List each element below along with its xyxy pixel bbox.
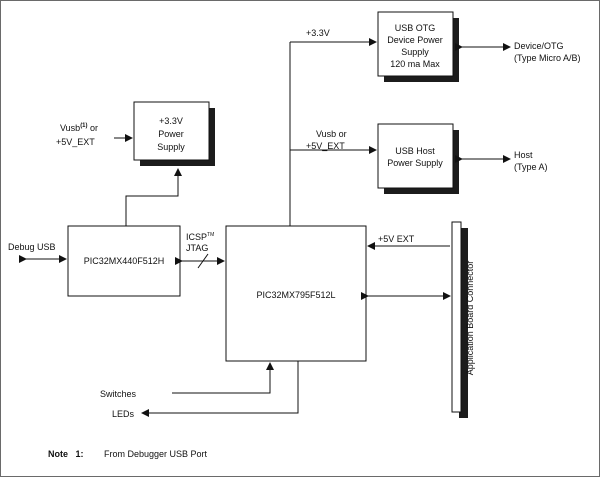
svg-text:120 ma Max: 120 ma Max — [390, 59, 440, 69]
jtag-label: JTAG — [186, 243, 208, 253]
icsp-jtag-bus-slash — [197, 253, 209, 269]
svg-text:USB OTG: USB OTG — [395, 23, 436, 33]
pic32mx795-block — [225, 225, 367, 362]
note-text: From Debugger USB Port — [104, 449, 208, 459]
pic32mx440-label: PIC32MX440F512H — [84, 256, 165, 266]
host-label: Host — [514, 150, 533, 160]
note-label: Note 1: — [48, 449, 84, 459]
host-type-label: (Type A) — [514, 162, 548, 172]
pic440-to-power-arrow — [125, 168, 182, 226]
device-otg-label: Device/OTG — [514, 41, 564, 51]
plus-3v3-label: +3.3V — [306, 28, 330, 38]
leds-label: LEDs — [112, 409, 135, 419]
svg-text:USB Host: USB Host — [395, 146, 435, 156]
svg-text:Power Supply: Power Supply — [387, 158, 443, 168]
usb-otg-supply-label: USB OTG Device Power Supply 120 ma Max — [387, 23, 443, 69]
svg-text:Power: Power — [158, 129, 184, 139]
switches-label: Switches — [100, 389, 137, 399]
app-connector-shadow — [459, 228, 468, 418]
ext-5v-connector-label: +5V EXT — [378, 234, 415, 244]
debug-usb-label: Debug USB — [8, 242, 56, 252]
app-connector-block — [451, 221, 462, 413]
usb-host-supply-label: USB Host Power Supply — [387, 146, 443, 168]
usb-otg-supply-block — [377, 11, 454, 77]
leds-arrow — [141, 361, 299, 417]
device-otg-type-label: (Type Micro A/B) — [514, 53, 581, 63]
power-supply-3v3-label: +3.3V Power Supply — [157, 116, 185, 152]
switches-arrow — [172, 362, 274, 394]
app-connector-label: Application Board Connector — [465, 261, 475, 376]
icsp-label: ICSPTM — [186, 232, 214, 242]
pic32mx440-block — [67, 225, 181, 297]
svg-text:Supply: Supply — [157, 142, 185, 152]
vusb-or-label: Vusb or — [316, 129, 347, 139]
usb-host-supply-block — [377, 123, 454, 189]
svg-text:Device Power: Device Power — [387, 35, 443, 45]
ext-5v-host-label: +5V_EXT — [306, 141, 345, 151]
vusb-label: Vusb(1) or — [60, 123, 98, 133]
ext-5v-label: +5V_EXT — [56, 137, 95, 147]
svg-text:+3.3V: +3.3V — [159, 116, 183, 126]
pic32mx795-label: PIC32MX795F512L — [256, 290, 335, 300]
svg-text:Supply: Supply — [401, 47, 429, 57]
power-supply-3v3-block — [133, 101, 210, 161]
